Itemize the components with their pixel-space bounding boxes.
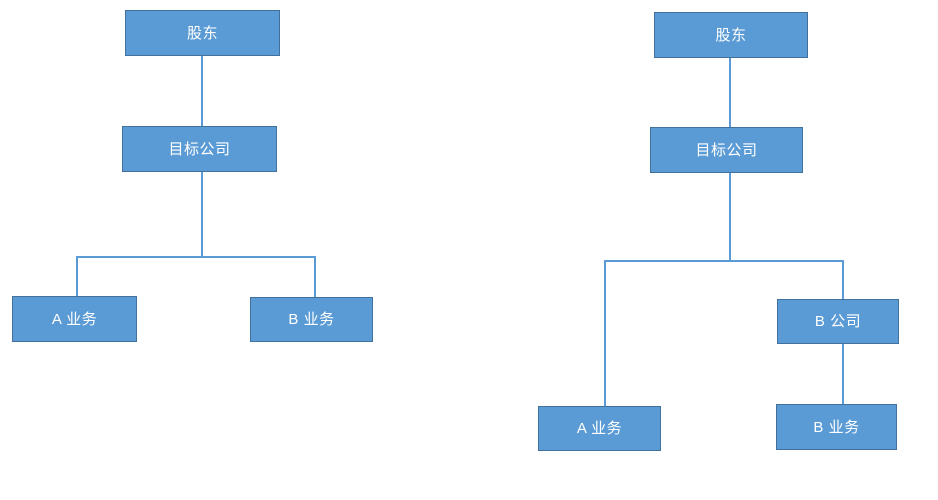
node-shareholder-left[interactable]: 股东 — [125, 10, 280, 56]
connector-bus-to-business-a-left — [76, 256, 78, 296]
node-target-company-right[interactable]: 目标公司 — [650, 127, 803, 173]
node-label-target-company-right: 目标公司 — [695, 141, 758, 159]
node-company-b-right[interactable]: B 公司 — [777, 299, 899, 344]
connector-bus-to-business-b-left — [314, 256, 316, 297]
node-target-company-left[interactable]: 目标公司 — [122, 126, 277, 172]
node-business-a-left[interactable]: A 业务 — [12, 296, 137, 342]
node-label-business-b-right: B 业务 — [813, 418, 860, 436]
node-label-target-company-left: 目标公司 — [168, 140, 231, 158]
connector-shareholder-to-target-left — [201, 56, 203, 126]
node-business-b-left[interactable]: B 业务 — [250, 297, 373, 342]
connector-target-stem-right — [729, 173, 731, 260]
connector-bus-right — [604, 260, 844, 262]
node-label-shareholder-left: 股东 — [186, 24, 218, 42]
connector-shareholder-to-target-right — [729, 57, 731, 127]
node-label-company-b-right: B 公司 — [814, 313, 862, 330]
connector-target-stem-left — [201, 172, 203, 258]
node-shareholder-right[interactable]: 股东 — [654, 12, 808, 58]
node-label-business-a-left: A 业务 — [51, 310, 98, 328]
node-business-a-right[interactable]: A 业务 — [538, 406, 661, 451]
node-business-b-right[interactable]: B 业务 — [776, 404, 897, 450]
connector-company-b-to-business-b-right — [842, 344, 844, 404]
node-label-shareholder-right: 股东 — [715, 26, 747, 44]
connector-bus-left — [76, 256, 316, 258]
node-label-business-a-right: A 业务 — [576, 420, 623, 437]
connector-bus-to-business-a-right — [604, 260, 606, 406]
connector-bus-to-company-b-right — [842, 260, 844, 299]
node-label-business-b-left: B 业务 — [288, 311, 335, 328]
